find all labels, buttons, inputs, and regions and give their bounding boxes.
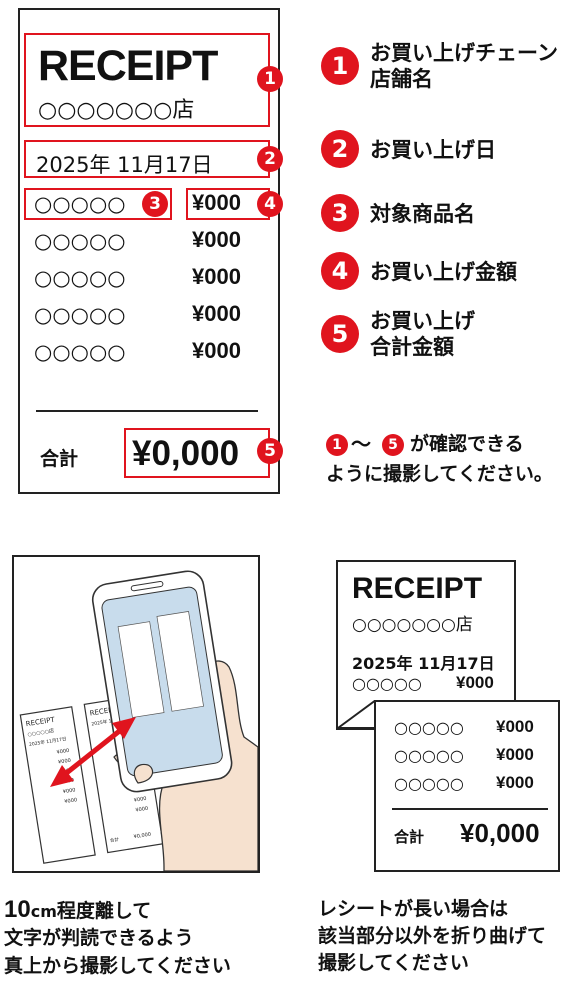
mini-receipt-price: ¥000 — [134, 796, 148, 804]
mini-receipt-price: ¥000 — [62, 787, 76, 795]
folded-store: ○○○○○○○店 — [352, 615, 473, 635]
receipt-title: RECEIPT — [38, 42, 218, 90]
receipt-item-price: ¥000 — [192, 338, 241, 363]
caption-left-line3: 真上から撮影してください — [4, 955, 231, 977]
highlight-store — [24, 33, 270, 127]
receipt-store: ○○○○○○○店 — [38, 98, 195, 123]
legend-badge-1: 1 — [321, 47, 359, 85]
note-tilde: 〜 — [351, 432, 371, 456]
note-line2: ように撮影してください。 — [326, 463, 553, 485]
legend-badge-5: 5 — [321, 315, 359, 353]
receipt-main: RECEIPT ○○○○○○○店 2025年 11月17日 ○○○○○ ¥000 ○… — [18, 8, 280, 494]
badge-1: 1 — [257, 66, 283, 92]
caption-left-rest: 程度離して — [56, 900, 152, 922]
legend-badge-3: 3 — [321, 194, 359, 232]
folded-item-3-name: ○○○○○ — [394, 746, 464, 765]
badge-2: 2 — [257, 146, 283, 172]
receipt-date: 2025年 11月17日 — [36, 153, 213, 177]
legend-badge-2: 2 — [321, 130, 359, 168]
receipt-total-value: ¥0,000 — [132, 434, 240, 473]
mini-receipt-store: ○○○○○店 — [27, 727, 55, 738]
legend-text-2: お買い上げ日 — [370, 138, 496, 162]
badge-4: 4 — [257, 191, 283, 217]
legend-text-4: お買い上げ金額 — [370, 260, 517, 284]
receipt-item-name: ○○○○○ — [34, 340, 126, 364]
note-badge-to: 5 — [382, 434, 404, 456]
folded-title: RECEIPT — [352, 572, 483, 605]
caption-right: レシートが長い場合は 該当部分以外を折り曲げて 撮影してください — [318, 898, 547, 974]
folded-item-2-price: ¥000 — [496, 717, 534, 736]
legend-text-3: 対象商品名 — [370, 202, 475, 226]
legend-badge-4: 4 — [321, 252, 359, 290]
folded-item-1-price: ¥000 — [456, 673, 494, 692]
note-line1: が確認できる — [410, 433, 524, 455]
badge-5: 5 — [257, 438, 283, 464]
caption-left-big: 10 — [4, 896, 31, 923]
highlight-item-name — [24, 188, 172, 220]
highlight-date — [24, 140, 270, 178]
receipt-item-price: ¥000 — [192, 301, 241, 326]
folded-item-4-name: ○○○○○ — [394, 774, 464, 793]
folded-receipt-bottom: ○○○○○ ¥000 ○○○○○ ¥000 ○○○○○ ¥000 合計 ¥0,0… — [374, 700, 560, 872]
mini-receipt-price: ¥000 — [58, 758, 72, 766]
receipt-item-name: ○○○○○ — [34, 303, 126, 327]
distance-arrow — [50, 717, 136, 787]
folded-item-2-name: ○○○○○ — [394, 718, 464, 737]
receipt-total-label: 合計 — [40, 448, 79, 470]
badge-3: 3 — [142, 191, 168, 217]
receipt-item-name: ○○○○○ — [34, 266, 126, 290]
folded-item-3-price: ¥000 — [496, 745, 534, 764]
mini-receipt-price: ¥000 — [135, 806, 149, 814]
folded-divider — [392, 808, 548, 810]
folded-total-label: 合計 — [394, 828, 425, 846]
legend-text-1: お買い上げチェーン 店舗名 — [370, 41, 558, 91]
phone — [91, 570, 233, 793]
highlight-total — [124, 428, 270, 478]
receipt-item-name: ○○○○○ — [34, 192, 126, 216]
folded-item-4-price: ¥000 — [496, 773, 534, 792]
caption-left-line2: 文字が判読できるよう — [4, 927, 194, 949]
caption-left-unit: cm — [30, 902, 57, 921]
caption-left: 10cm程度離して — [4, 896, 151, 925]
receipt-item-price: ¥000 — [192, 227, 241, 252]
folded-total-value: ¥0,000 — [460, 818, 540, 848]
mini-receipt-total-label: 合計 — [109, 836, 119, 844]
folded-date: 2025年 11月17日 — [352, 654, 495, 673]
mini-receipt-total: ¥0,000 — [133, 832, 151, 841]
folded-item-1-name: ○○○○○ — [352, 674, 422, 693]
receipt-item-price: ¥000 — [192, 264, 241, 289]
legend-text-5: お買い上げ 合計金額 — [370, 309, 475, 359]
receipt-divider — [36, 410, 258, 412]
mini-receipt-price: ¥000 — [56, 748, 70, 756]
mini-receipt-price: ¥000 — [64, 797, 78, 805]
receipt-item-price: ¥000 — [192, 190, 241, 215]
note-badge-from: 1 — [326, 434, 348, 456]
receipt-item-name: ○○○○○ — [34, 229, 126, 253]
